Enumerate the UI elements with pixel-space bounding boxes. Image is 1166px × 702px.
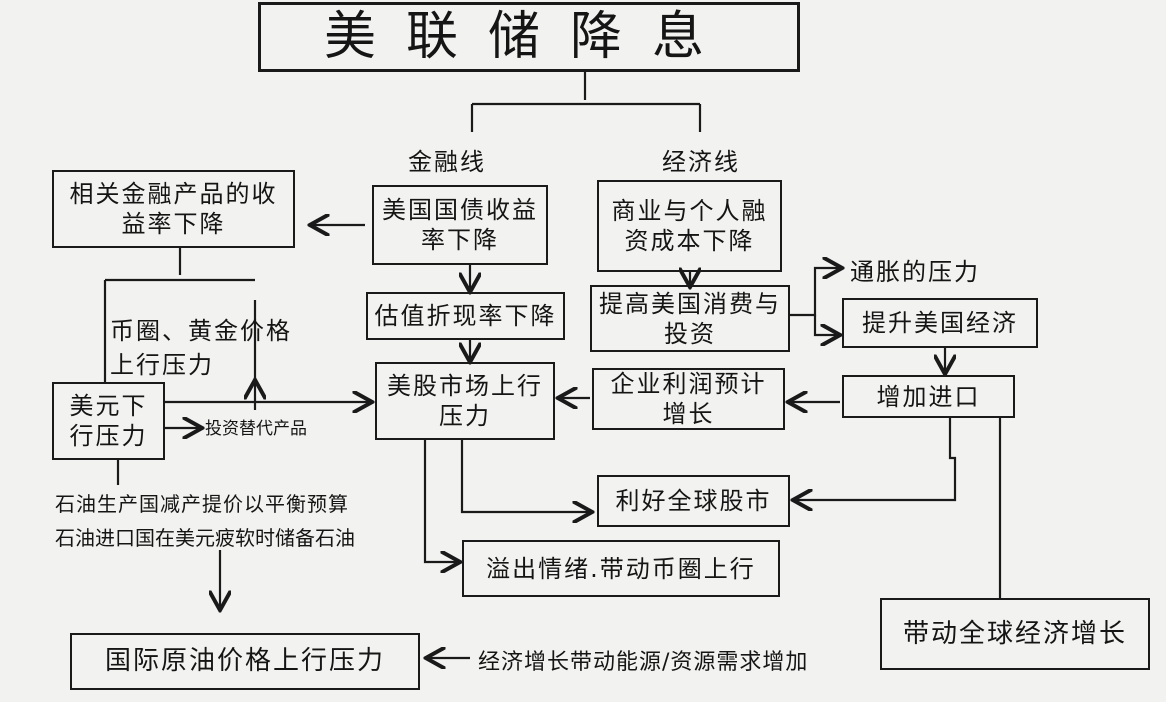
page-title: 美联储降息 (323, 6, 734, 67)
arrow-stock-to-spillover (423, 440, 458, 562)
node-oil-price: 国际原油价格上行压力 (70, 633, 420, 690)
node-us-economy: 提升美国经济 (842, 298, 1038, 348)
node-treasury-yield: 美国国债收益率下降 (372, 185, 548, 265)
node-label: 提高美国消费与投资 (599, 289, 781, 348)
title-box: 美联储降息 (258, 2, 800, 72)
node-label: 美元下行压力 (69, 392, 148, 450)
node-label: 商业与个人融资成本下降 (611, 197, 768, 255)
arrow-usd-to-oil (116, 460, 220, 608)
node-crypto-gold: 币圈、黄金价格上行压力 (110, 317, 292, 379)
node-stock-up: 美股市场上行压力 (375, 362, 555, 440)
lines-related-to-crypto (103, 248, 257, 382)
branch-finance-label: 金融线 (408, 148, 486, 176)
arrow-consumption-to-economy (813, 315, 838, 335)
title-branch-line (470, 72, 702, 132)
node-consumption: 提高美国消费与投资 (590, 285, 790, 352)
node-label: 提升美国经济 (862, 309, 1018, 337)
node-label: 美国国债收益率下降 (382, 196, 538, 254)
node-label: 国际原油价格上行压力 (104, 646, 385, 677)
node-label: 企业利润预计增长 (610, 370, 767, 428)
node-label: 溢出情绪.带动币圈上行 (486, 554, 756, 583)
node-spillover: 溢出情绪.带动币圈上行 (462, 540, 780, 597)
arrow-consumption-to-inflation (790, 268, 840, 317)
node-global-growth: 带动全球经济增长 (880, 598, 1150, 670)
node-imports: 增加进口 (842, 375, 1015, 418)
node-usd-down: 美元下行压力 (52, 382, 165, 460)
node-label: 相关金融产品的收益率下降 (69, 180, 278, 238)
node-oil-importers: 石油进口国在美元疲软时储备石油 (55, 526, 355, 550)
node-related-yield: 相关金融产品的收益率下降 (52, 170, 295, 248)
node-discount-rate: 估值折现率下降 (366, 292, 565, 340)
arrow-stock-to-global (460, 440, 590, 512)
node-energy-demand: 经济增长带动能源/资源需求增加 (478, 650, 809, 675)
node-label: 美股市场上行压力 (387, 372, 543, 430)
node-alt-invest: 投资替代产品 (205, 419, 307, 439)
arrow-imports-to-global (795, 418, 957, 500)
node-inflation: 通胀的压力 (850, 258, 980, 286)
node-financing-cost: 商业与个人融资成本下降 (597, 180, 782, 272)
node-profit: 企业利润预计增长 (592, 368, 785, 430)
node-label: 利好全球股市 (615, 487, 772, 515)
node-label: 估值折现率下降 (374, 302, 557, 330)
node-global-stocks: 利好全球股市 (597, 475, 790, 527)
branch-economy-label: 经济线 (662, 148, 740, 176)
node-oil-producers: 石油生产国减产提价以平衡预算 (55, 492, 349, 516)
node-label: 带动全球经济增长 (902, 618, 1127, 649)
node-label: 增加进口 (876, 382, 981, 411)
